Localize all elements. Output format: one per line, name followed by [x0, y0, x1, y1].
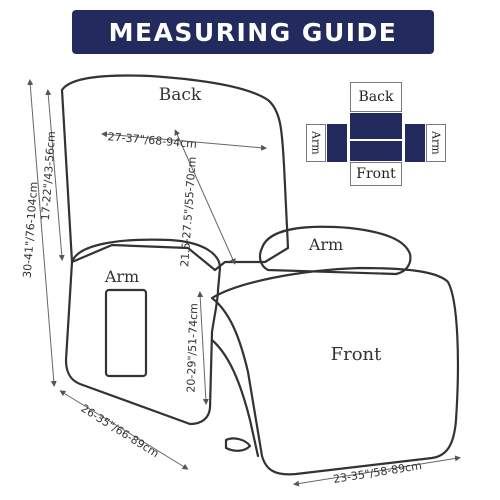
dim-height-total: 30-41"/76-104cm — [21, 181, 41, 278]
label-back: Back — [159, 85, 202, 105]
dim-depth-arm: 26-35"/66-89cm — [78, 402, 161, 460]
legend-front-label: Front — [356, 166, 396, 182]
front-outline — [210, 266, 460, 476]
right-arm-outline — [258, 225, 412, 276]
left-arm-outline — [64, 238, 222, 426]
legend-arm-left-label: Arm — [309, 131, 323, 155]
legend-back-fill — [350, 113, 402, 139]
dim-height-back: 21.5-27.5"/55-70cm — [178, 156, 199, 267]
lever — [224, 437, 252, 452]
title-banner: MEASURING GUIDE — [72, 10, 434, 54]
legend-back-label: Back — [358, 89, 394, 105]
legend-back: Back — [350, 82, 402, 112]
dim-height-front: 20-29"/51-74cm — [184, 303, 200, 393]
label-arm-left: Arm — [104, 267, 139, 286]
back-outline — [60, 74, 290, 272]
label-front: Front — [331, 344, 383, 365]
legend-front-fill — [350, 141, 402, 161]
legend-front: Front — [350, 162, 402, 186]
arm-pocket — [104, 288, 148, 378]
legend-arm-right-label: Arm — [429, 131, 443, 155]
label-arm-right: Arm — [308, 235, 343, 254]
dim-width-back: 27-37"/68-94cm — [107, 130, 197, 151]
legend-arm-left-fill — [327, 124, 347, 162]
dim-height-arm: 17-22"/43-56cm — [39, 131, 58, 221]
page-title: MEASURING GUIDE — [108, 17, 398, 47]
legend-arm-right: Arm — [426, 124, 446, 162]
dim-width-front: 23-35"/58-89cm — [332, 459, 422, 486]
legend-arm-left: Arm — [306, 124, 326, 162]
leg-outline — [210, 338, 260, 458]
legend-arm-right-fill — [405, 124, 425, 162]
